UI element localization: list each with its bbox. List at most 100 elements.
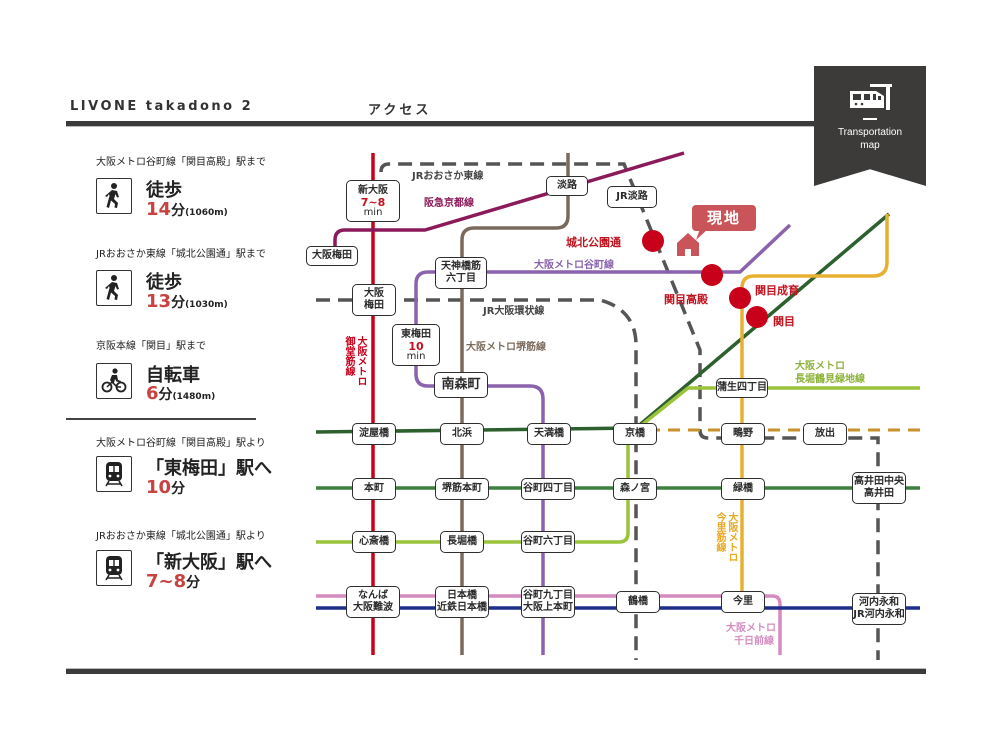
station-morinomiya[interactable]: 森ノ宮 bbox=[613, 478, 657, 500]
badge-label-line2: map bbox=[860, 140, 880, 151]
station-tanimachi-yonchome[interactable]: 谷町四丁目 bbox=[521, 478, 575, 500]
walking-person-icon bbox=[105, 183, 119, 208]
station-kyobashi[interactable]: 京橋 bbox=[613, 423, 657, 445]
station-awaji[interactable]: 淡路 bbox=[546, 176, 588, 196]
access-time: 7~8分 bbox=[146, 571, 200, 592]
line-imazatosuji bbox=[740, 214, 889, 600]
station-name: 大阪上本町 bbox=[523, 602, 573, 613]
station-takaida[interactable]: 高井田中央 高井田 bbox=[852, 472, 906, 504]
access-mode: 徒歩 bbox=[146, 272, 182, 293]
station-shigino[interactable]: 鴫野 bbox=[721, 423, 765, 445]
bicycle-icon bbox=[101, 368, 127, 393]
badge-divider bbox=[863, 118, 877, 120]
access-icon-box bbox=[96, 363, 132, 399]
station-minamimorimachi[interactable]: 南森町 bbox=[434, 372, 488, 398]
station-time-unit: min bbox=[363, 206, 383, 218]
label-tanimachi: 大阪メトロ谷町線 bbox=[534, 260, 614, 271]
station-name: 日本橋 bbox=[447, 590, 477, 601]
station-tanimachi-kyuchome[interactable]: 谷町九丁目 大阪上本町 bbox=[521, 586, 575, 618]
station-hommachi[interactable]: 本町 bbox=[352, 478, 396, 500]
station-name: 梅田 bbox=[364, 300, 384, 311]
station-marker bbox=[701, 264, 723, 286]
marker-label-sekime: 関目 bbox=[773, 315, 795, 328]
station-name: 谷町九丁目 bbox=[523, 590, 573, 601]
station-name: 六丁目 bbox=[446, 273, 476, 284]
station-name: 東梅田 bbox=[401, 328, 431, 340]
label-jr-osaka-higashi: JRおおさか東線 bbox=[412, 171, 484, 182]
label-sennichimae-2: 千日前線 bbox=[734, 636, 774, 647]
train-icon bbox=[850, 84, 892, 110]
station-higashi-umeda[interactable]: 東梅田 10 min bbox=[392, 324, 440, 366]
access-distance: (1480m) bbox=[172, 392, 216, 402]
label-hankyu-kyoto: 阪急京都線 bbox=[424, 198, 474, 209]
access-time-value: 13 bbox=[146, 291, 172, 312]
station-kitahama[interactable]: 北浜 bbox=[440, 423, 484, 445]
line-jr-loop bbox=[316, 298, 638, 660]
access-mode: 「新大阪」駅へ bbox=[146, 552, 272, 573]
station-kawachi-eiwa[interactable]: 河内永和 JR河内永和 bbox=[852, 593, 906, 625]
label-jr-loop: JR大阪環状線 bbox=[483, 306, 545, 317]
station-midoribashi[interactable]: 緑橋 bbox=[721, 478, 765, 500]
access-time: 6分(1480m) bbox=[146, 383, 215, 404]
access-caption: 京阪本線「関目」駅まで bbox=[96, 341, 206, 352]
station-tsuruhashi[interactable]: 鶴橋 bbox=[616, 591, 660, 613]
station-shinsaibashi[interactable]: 心斎橋 bbox=[352, 531, 396, 553]
station-marker bbox=[642, 230, 664, 252]
station-time: 7~8 bbox=[360, 195, 386, 209]
label-nagahori-2: 長堀鶴見緑地線 bbox=[795, 374, 865, 385]
station-nagahoribashi[interactable]: 長堀橋 bbox=[440, 531, 484, 553]
label-sakaisuji: 大阪メトロ堺筋線 bbox=[466, 342, 546, 353]
station-osaka-umeda-jr[interactable]: 大阪 梅田 bbox=[352, 284, 396, 316]
access-caption: 大阪メトロ谷町線「関目高殿」駅まで bbox=[96, 157, 266, 168]
page-title: アクセス bbox=[368, 103, 432, 118]
station-name: 大阪難波 bbox=[353, 602, 393, 613]
access-time-value: 6 bbox=[146, 383, 159, 404]
station-imazato[interactable]: 今里 bbox=[721, 591, 765, 613]
station-sakaisuji-hommachi[interactable]: 堺筋本町 bbox=[435, 478, 489, 500]
station-marker bbox=[746, 306, 768, 328]
access-icon-box bbox=[96, 270, 132, 306]
current-location-label: 現地 bbox=[692, 205, 756, 231]
station-jr-awaji[interactable]: JR淡路 bbox=[607, 186, 657, 208]
station-shin-osaka[interactable]: 新大阪 7~8 min bbox=[346, 180, 400, 222]
access-time-value: 10 bbox=[146, 477, 172, 498]
station-hanaten[interactable]: 放出 bbox=[803, 423, 847, 445]
access-time-unit: 分 bbox=[158, 387, 173, 403]
badge-label-line1: Transportation bbox=[837, 127, 903, 138]
station-osaka-umeda[interactable]: 大阪梅田 bbox=[306, 246, 358, 266]
station-tenjimbashisuji-6[interactable]: 天神橋筋 六丁目 bbox=[435, 257, 487, 289]
access-time-unit: 分 bbox=[171, 295, 186, 311]
line-hankyu-kyoto bbox=[333, 151, 685, 255]
footer-divider bbox=[66, 668, 926, 674]
station-name: JR河内永和 bbox=[853, 609, 905, 620]
marker-label-sekime-takadono: 関目高殿 bbox=[664, 293, 708, 306]
access-caption: JRおおさか東線「城北公園通」駅まで bbox=[96, 249, 266, 260]
station-gamo-yonchome[interactable]: 蒲生四丁目 bbox=[716, 378, 768, 398]
access-time: 14分(1060m) bbox=[146, 199, 228, 220]
access-time-value: 7~8 bbox=[146, 571, 187, 592]
station-time-unit: min bbox=[406, 350, 426, 362]
access-caption: JRおおさか東線「城北公園通」駅より bbox=[96, 531, 266, 542]
label-imazato-1: 大阪メトロ bbox=[726, 512, 737, 562]
station-name: 河内永和 bbox=[859, 597, 899, 608]
station-tanimachi-rokuchome[interactable]: 谷町六丁目 bbox=[521, 531, 575, 553]
train-front-icon bbox=[105, 556, 123, 581]
label-nagahori-1: 大阪メトロ bbox=[795, 361, 845, 372]
station-temmabashi[interactable]: 天満橋 bbox=[527, 423, 571, 445]
access-distance: (1060m) bbox=[185, 208, 228, 218]
station-name: 新大阪 bbox=[358, 184, 388, 196]
station-namba[interactable]: なんば 大阪難波 bbox=[346, 586, 400, 618]
header-divider bbox=[66, 121, 926, 127]
access-mode: 「東梅田」駅へ bbox=[146, 458, 272, 479]
station-yodoyabashi[interactable]: 淀屋橋 bbox=[352, 423, 396, 445]
station-marker bbox=[729, 287, 751, 309]
station-name: 近鉄日本橋 bbox=[437, 602, 487, 613]
access-icon-box bbox=[96, 550, 132, 586]
label-midosuji-1: 大阪メトロ bbox=[355, 336, 366, 386]
walking-person-icon bbox=[105, 275, 119, 300]
access-icon-box bbox=[96, 178, 132, 214]
station-name: 高井田中央 bbox=[854, 476, 904, 487]
station-nippombashi[interactable]: 日本橋 近鉄日本橋 bbox=[435, 586, 489, 618]
access-time-unit: 分 bbox=[186, 575, 201, 591]
station-name: なんば bbox=[358, 590, 388, 601]
